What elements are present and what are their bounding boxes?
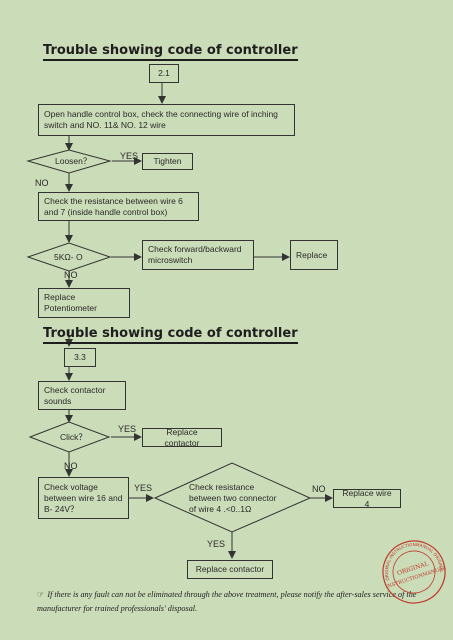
- pointing-hand-icon: ☞: [37, 590, 45, 599]
- click-decision-label: Click？: [60, 432, 87, 442]
- resistance-decision-line2: between two connector: [189, 493, 277, 503]
- decision-loosen-diamond: [26, 149, 112, 174]
- section1-title: Trouble showing code of controller: [43, 43, 298, 61]
- check-microswitch-box: Check forward/backward microswitch: [142, 240, 254, 270]
- open-control-box-text: Open handle control box, check the conne…: [44, 109, 278, 130]
- replace-contactor-final-text: Replace contactor: [195, 564, 265, 574]
- open-control-box-step: Open handle control box, check the conne…: [38, 104, 295, 136]
- resistance-decision-line3: of wire 4 .<0..1Ω: [189, 504, 252, 514]
- footer-note: ☞If there is any fault can not be elimin…: [37, 588, 432, 616]
- check-voltage-text: Check voltage between wire 16 and B- 24V…: [44, 481, 123, 514]
- replace-potentiometer-text: Replace Potentiometer: [44, 292, 97, 313]
- check-microswitch-text: Check forward/backward microswitch: [148, 244, 242, 265]
- footer-note-text: If there is any fault can not be elimina…: [37, 590, 417, 613]
- replace-box: Replace: [290, 240, 338, 270]
- resistance-yes-label: YES: [207, 539, 226, 549]
- click-yes-label: YES: [118, 424, 137, 434]
- replace-wire-box: Replace wire 4: [333, 487, 401, 509]
- original-manual-stamp: ORIGINAL INSTRUCTIONMANUAL ORIGINAL ORIG…: [381, 539, 447, 604]
- code-2-1-label: 2.1: [158, 68, 170, 78]
- check-contactor-box: Check contactor sounds: [38, 381, 126, 410]
- decision-click-diamond: [28, 421, 111, 453]
- section2-title: Trouble showing code of controller: [43, 326, 298, 344]
- resistance-decision-line1: Check resistance: [189, 482, 255, 492]
- check-resistance-text: Check the resistance between wire 6 and …: [44, 195, 183, 217]
- replace-contactor-text: Replace contactor: [164, 426, 200, 448]
- replace-text: Replace: [296, 249, 328, 260]
- five-k-decision-label: 5KΩ- O: [54, 252, 83, 262]
- five-k-no-label: NO: [64, 270, 78, 280]
- check-contactor-text: Check contactor sounds: [44, 384, 106, 406]
- resistance-no-label: NO: [312, 484, 326, 494]
- check-resistance-box: Check the resistance between wire 6 and …: [38, 192, 199, 221]
- code-3-3-label: 3.3: [74, 352, 86, 362]
- code-2-1-box: 2.1: [149, 64, 179, 83]
- check-voltage-box: Check voltage between wire 16 and B- 24V…: [38, 477, 129, 519]
- tighten-box: Tighten: [142, 153, 193, 170]
- tighten-text: Tighten: [153, 156, 182, 166]
- voltage-yes-label: YES: [134, 483, 153, 493]
- click-no-label: NO: [64, 461, 78, 471]
- replace-potentiometer-box: Replace Potentiometer: [38, 288, 130, 318]
- replace-wire-text: Replace wire 4: [342, 487, 392, 509]
- loosen-yes-label: YES: [120, 151, 139, 161]
- loosen-decision-label: Loosen？: [55, 156, 92, 166]
- replace-contactor-box: Replace contactor: [142, 426, 222, 448]
- code-3-3-box: 3.3: [64, 348, 96, 367]
- decision-5k-diamond: [26, 242, 112, 272]
- decision-resistance-diamond: [153, 462, 312, 533]
- loosen-no-label: NO: [35, 178, 49, 188]
- replace-contactor-final-box: Replace contactor: [187, 560, 273, 579]
